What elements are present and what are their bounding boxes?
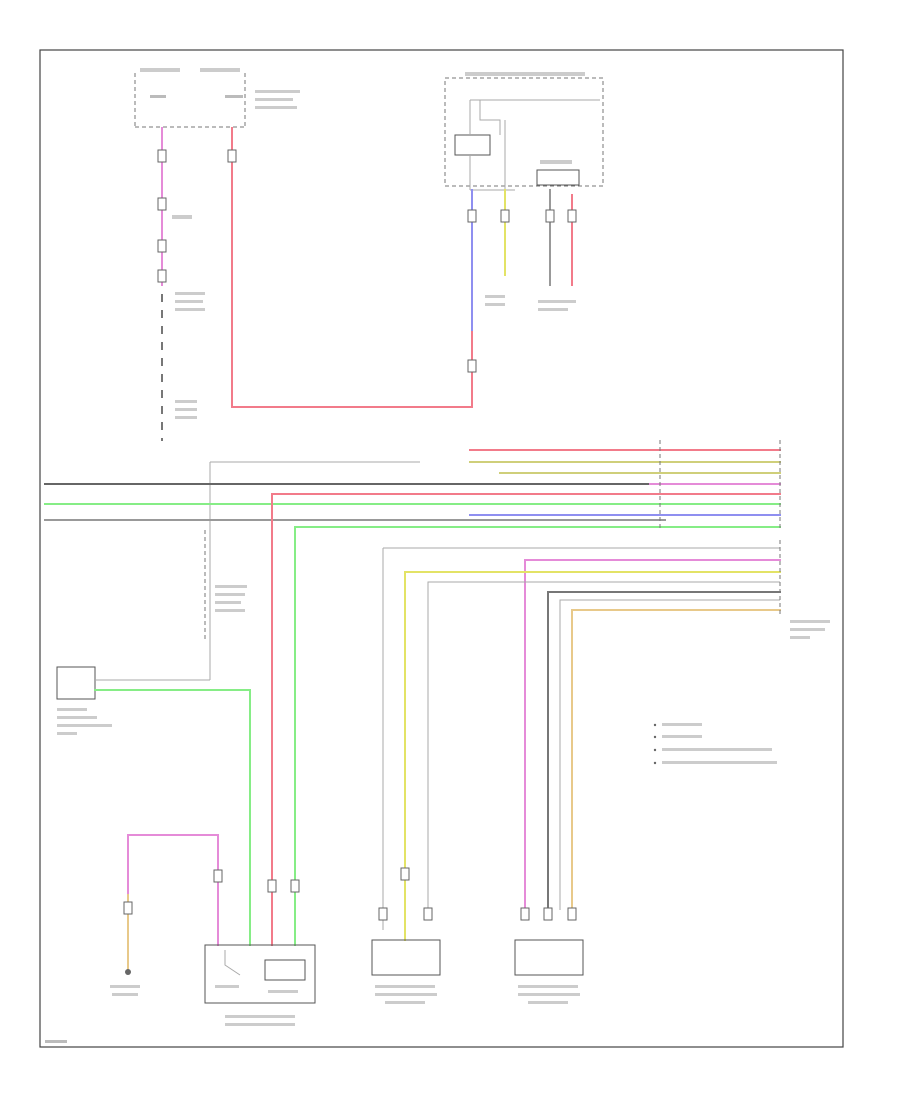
diagram-frame [39, 49, 844, 1048]
drop-wires [267, 493, 577, 946]
left-connector-switch [56, 530, 251, 946]
notes-legend [653, 723, 777, 765]
wire-red-top-loop [227, 127, 477, 408]
top-right-control-module [444, 72, 604, 191]
bottom-module-right [514, 939, 584, 1004]
wire-pink-left [157, 127, 205, 441]
bottom-module-left [204, 944, 316, 1026]
bus-wires [44, 440, 781, 680]
bottom-left-fuse-wire [110, 834, 223, 996]
lower-bus-wires [383, 540, 830, 911]
top-left-power-block [134, 68, 300, 128]
module-output-wires [467, 189, 577, 331]
bottom-module-middle [371, 939, 441, 1004]
footer-code-mark [45, 1040, 67, 1043]
